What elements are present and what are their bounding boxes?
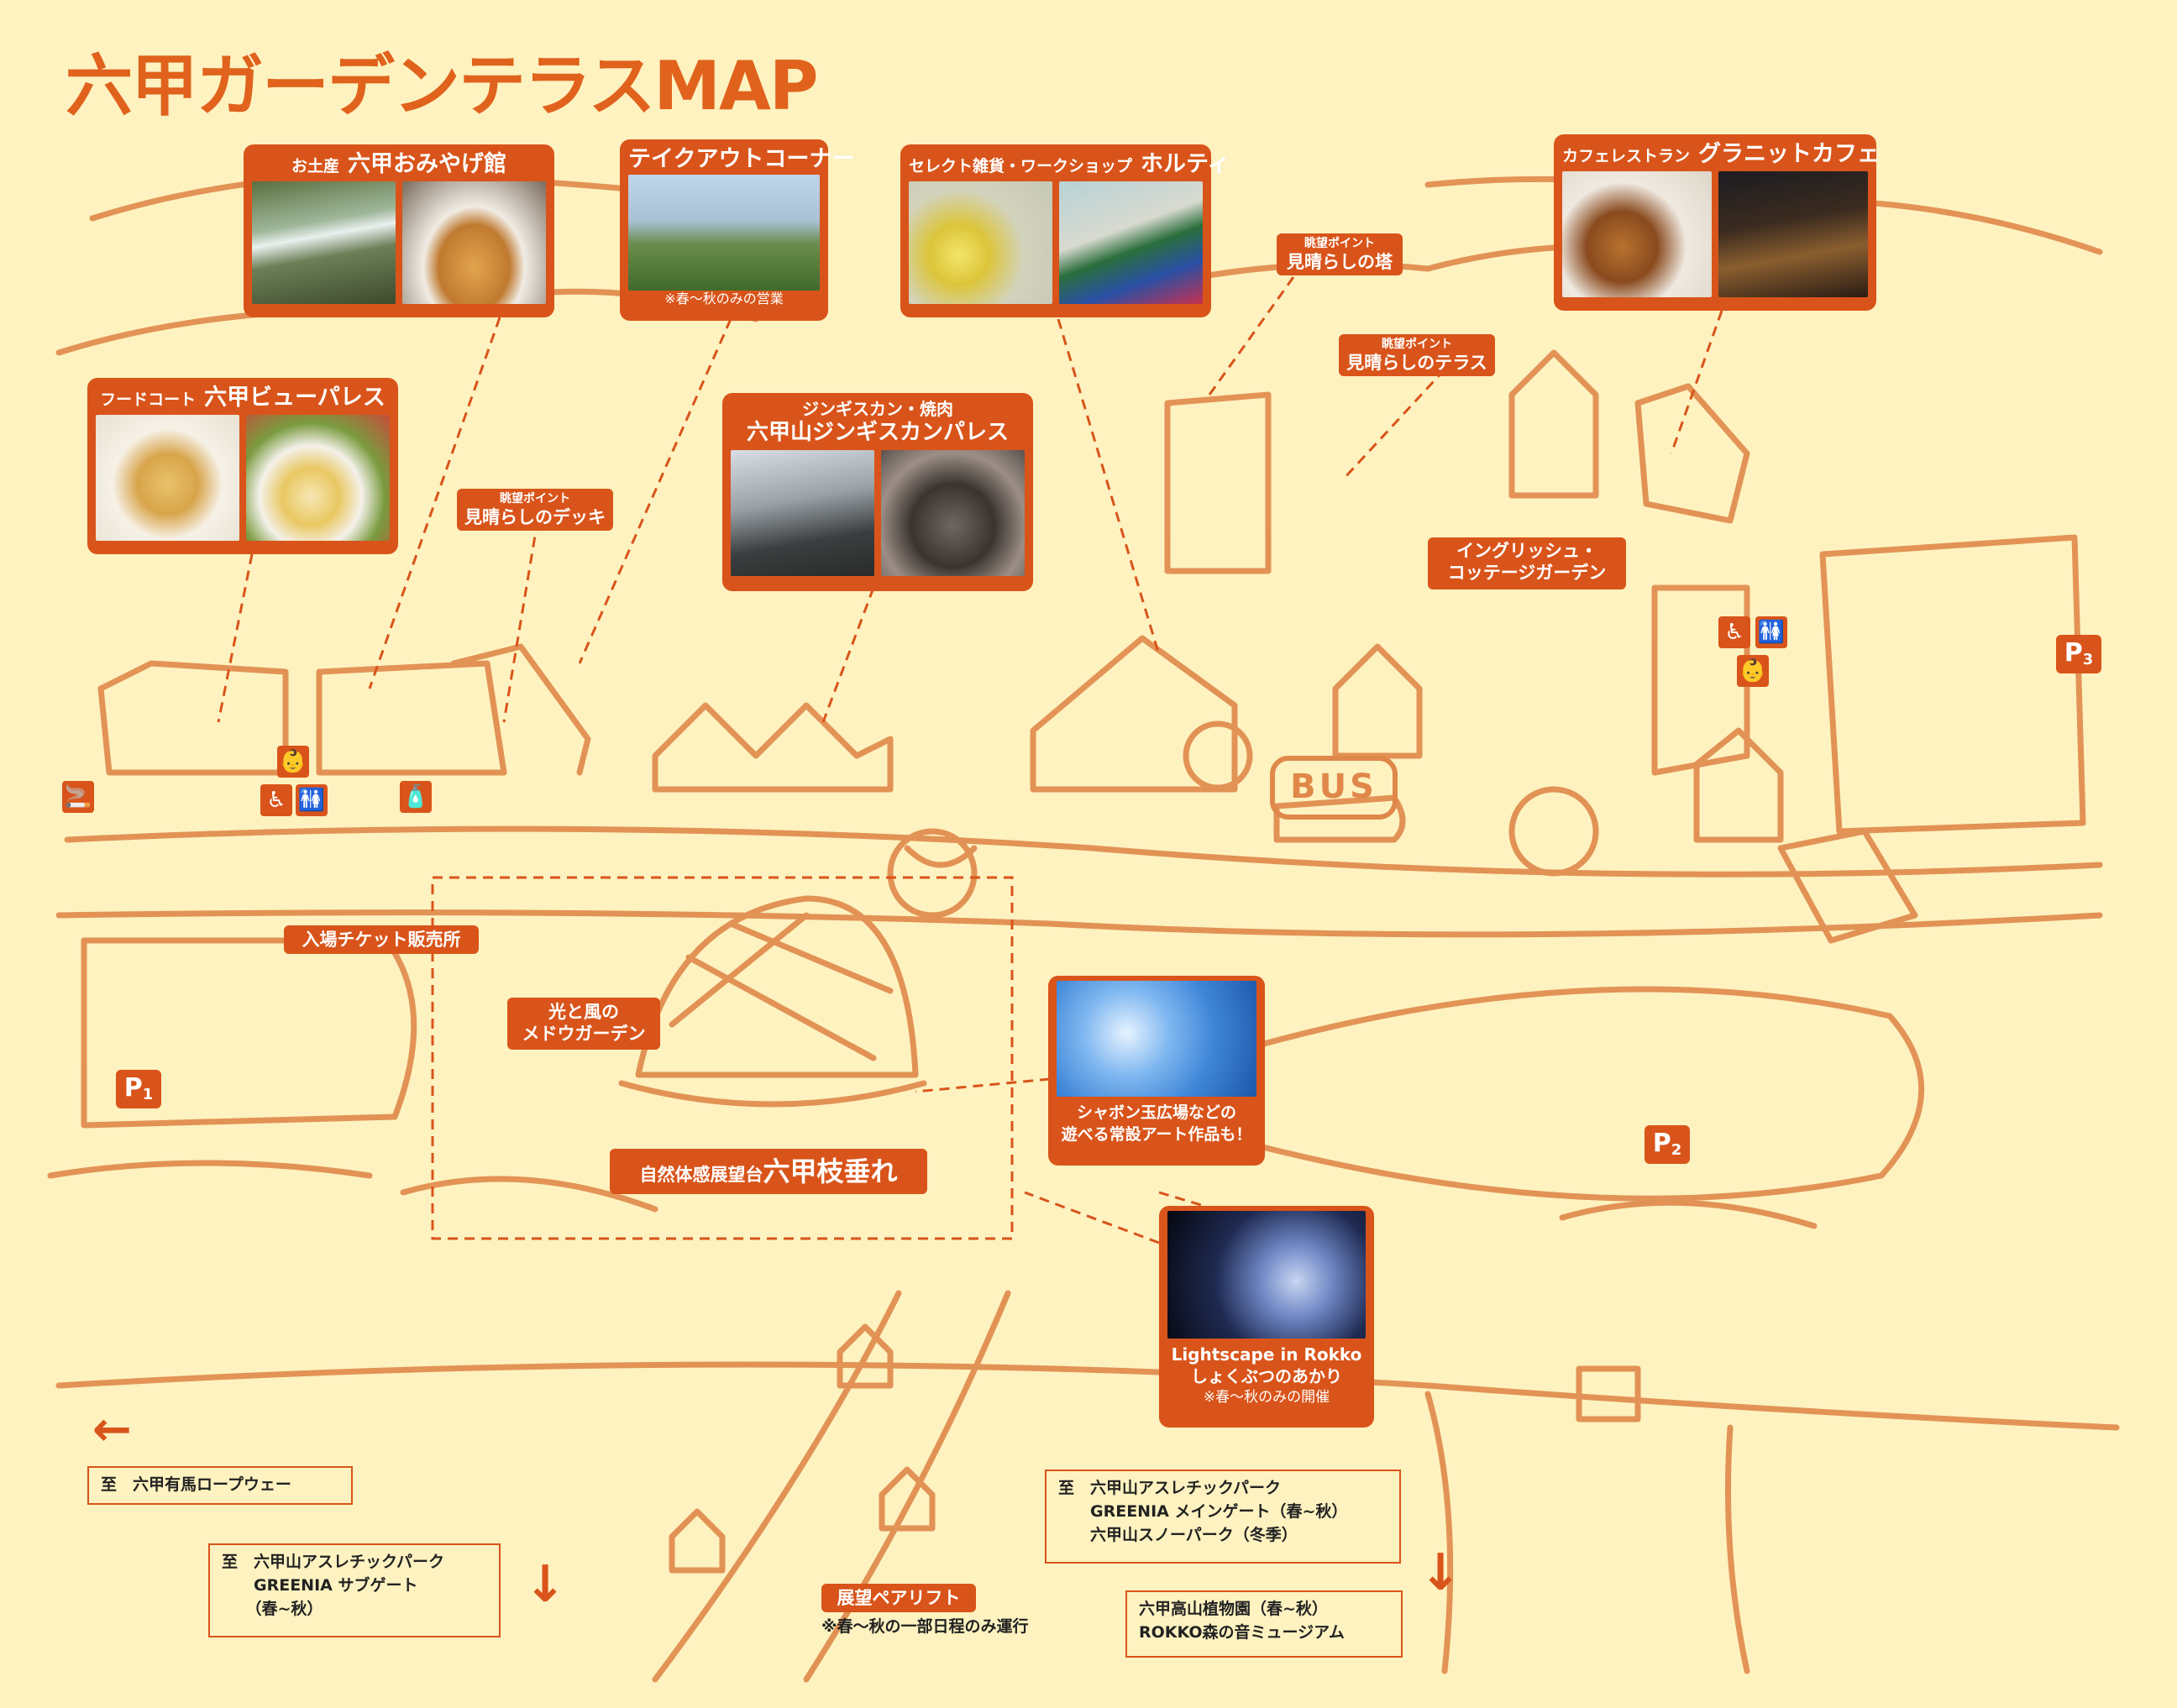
direction-greenia-sub[interactable]: 至 六甲山アスレチックパーク GREENIA サブゲート （春~秋） xyxy=(208,1543,501,1637)
card-jingisukan-line1: ジンギスカン・焼肉 xyxy=(802,399,953,419)
card-lightscape-note: ※春～秋のみの開催 xyxy=(1203,1389,1330,1406)
card-granite-cafe[interactable]: カフェレストラングラニットカフェ xyxy=(1554,134,1880,311)
card-horuti-name: ホルティ xyxy=(1141,151,1230,177)
card-viewpalace-name: 六甲ビューパレス xyxy=(204,385,386,411)
label-tower-sub: 眺望ポイント xyxy=(1304,237,1375,250)
direction-greenia-main[interactable]: 至 六甲山アスレチックパーク GREENIA メインゲート（春~秋） 六甲山スノ… xyxy=(1045,1470,1401,1564)
label-tower-main: 見晴らしの塔 xyxy=(1287,252,1393,272)
parking-p2-num: 2 xyxy=(1671,1141,1682,1159)
card-horuti-prefix: セレクト雑貨・ワークショップ xyxy=(909,157,1133,176)
card-granite-name: グラニットカフェ xyxy=(1698,141,1881,167)
arrow-left-icon: ← xyxy=(92,1402,132,1457)
card-omiyage[interactable]: お土産六甲おみやげ館 xyxy=(244,144,554,317)
card-lightscape-line1: Lightscape in Rokko xyxy=(1171,1344,1362,1365)
arrow-down-icon: ↓ xyxy=(1419,1543,1462,1602)
photo-cafe-interior xyxy=(1718,171,1868,297)
photo-woven-bags xyxy=(1059,181,1203,304)
card-lightscape[interactable]: Lightscape in Rokko しょくぶつのあかり ※春～秋のみの開催 xyxy=(1159,1206,1374,1428)
photo-soap-bubbles xyxy=(1057,981,1256,1097)
parking-p3[interactable]: P3 xyxy=(2056,635,2101,673)
card-view-palace[interactable]: フードコート六甲ビューパレス xyxy=(87,378,398,554)
card-bubble-plaza[interactable]: シャボン玉広場などの 遊べる常設アート作品も！ xyxy=(1048,976,1265,1166)
bus-label: BUS xyxy=(1290,768,1377,806)
parking-p2-letter: P xyxy=(1652,1129,1671,1158)
card-takeout[interactable]: テイクアウトコーナー ※春～秋のみの営業 xyxy=(620,139,855,321)
bottle-icon: 🧴 xyxy=(400,781,432,813)
card-granite-prefix: カフェレストラン xyxy=(1562,147,1691,165)
card-omiyage-prefix: お土産 xyxy=(291,157,339,176)
label-terrace-main: 見晴らしのテラス xyxy=(1346,353,1487,373)
label-pair-lift[interactable]: 展望ペアリフト xyxy=(821,1584,976,1612)
label-deck-main: 見晴らしのデッキ xyxy=(464,507,606,527)
photo-cheesecake xyxy=(402,181,546,304)
label-deck-sub: 眺望ポイント xyxy=(500,492,570,506)
label-shidare-prefix: 自然体感展望台 xyxy=(639,1165,763,1185)
label-english-line1: イングリッシュ・ xyxy=(1456,541,1597,561)
label-lift-text: 展望ペアリフト xyxy=(837,1588,961,1608)
label-shidare-name: 六甲枝垂れ xyxy=(763,1155,898,1187)
label-terrace-sub: 眺望ポイント xyxy=(1382,338,1452,351)
card-viewpalace-title: フードコート六甲ビューパレス xyxy=(96,383,390,415)
card-takeout-note: ※春～秋のみの営業 xyxy=(664,291,784,306)
wheelchair-icon: ♿ xyxy=(260,784,292,816)
label-meadow-garden[interactable]: 光と風の メドウガーデン xyxy=(507,998,660,1050)
baby-room-icon: 👶 xyxy=(277,746,309,778)
photo-soft-serve xyxy=(628,175,820,291)
photo-ramen xyxy=(96,415,239,541)
photo-lunch-plate xyxy=(246,415,390,541)
label-meadow-line1: 光と風の xyxy=(548,1002,619,1022)
card-shabon-line2: 遊べる常設アート作品も！ xyxy=(1061,1125,1252,1144)
label-english-cottage-garden[interactable]: イングリッシュ・ コッテージガーデン xyxy=(1428,537,1626,589)
photo-honey-jars xyxy=(909,181,1052,304)
photo-bbq-grill xyxy=(881,450,1025,576)
label-lookout-tower[interactable]: 眺望ポイント 見晴らしの塔 xyxy=(1277,233,1403,275)
smoking-icon: 🚬 xyxy=(62,781,94,813)
parking-p1-num: 1 xyxy=(142,1086,154,1103)
photo-night-lightscape xyxy=(1167,1211,1366,1339)
parking-p2[interactable]: P2 xyxy=(1645,1125,1690,1164)
parking-p1[interactable]: P1 xyxy=(116,1070,161,1108)
card-lightscape-line2: しょくぶつのあかり xyxy=(1191,1366,1342,1386)
wheelchair-icon: ♿ xyxy=(1718,616,1750,648)
photo-cafe-dish xyxy=(1562,171,1712,297)
toilet-icon: 🚻 xyxy=(296,784,328,816)
label-ticket-text: 入場チケット販売所 xyxy=(302,930,461,950)
card-horuti[interactable]: セレクト雑貨・ワークショップホルティ xyxy=(900,144,1230,317)
parking-p1-letter: P xyxy=(123,1073,143,1103)
parking-p3-letter: P xyxy=(2064,638,2083,668)
map-title: 六甲ガーデンテラスMAP xyxy=(66,47,819,125)
toilet-icon: 🚻 xyxy=(1755,616,1787,648)
photo-waterfall-bottles xyxy=(252,181,396,304)
photo-restaurant-view xyxy=(731,450,874,576)
card-jingisukan-line2: 六甲山ジンギスカンパレス xyxy=(746,420,1009,445)
bus-stop: BUS xyxy=(1270,756,1398,820)
direction-ropeway[interactable]: 至 六甲有馬ロープウェー xyxy=(87,1466,353,1505)
card-granite-title: カフェレストラングラニットカフェ xyxy=(1562,139,1880,171)
card-jingisukan-palace[interactable]: ジンギスカン・焼肉 六甲山ジンギスカンパレス xyxy=(722,393,1033,591)
card-horuti-title: セレクト雑貨・ワークショップホルティ xyxy=(909,149,1230,181)
card-shabon-line1: シャボン玉広場などの xyxy=(1076,1103,1236,1122)
label-lookout-terrace[interactable]: 眺望ポイント 見晴らしのテラス xyxy=(1339,334,1495,376)
label-ticket-booth[interactable]: 入場チケット販売所 xyxy=(284,925,479,954)
card-omiyage-name: 六甲おみやげ館 xyxy=(348,151,506,177)
card-takeout-title: テイクアウトコーナー xyxy=(628,146,855,172)
card-omiyage-title: お土産六甲おみやげ館 xyxy=(252,149,546,181)
direction-alpine-garden[interactable]: 六甲高山植物園（春~秋） ROKKO森の音ミュージアム xyxy=(1125,1590,1403,1658)
parking-p3-num: 3 xyxy=(2082,651,2094,668)
card-viewpalace-prefix: フードコート xyxy=(100,390,197,409)
label-rokko-shidare[interactable]: 自然体感展望台六甲枝垂れ xyxy=(610,1149,927,1194)
label-english-line2: コッテージガーデン xyxy=(1447,563,1607,583)
label-meadow-line2: メドウガーデン xyxy=(522,1024,646,1044)
label-lookout-deck[interactable]: 眺望ポイント 見晴らしのデッキ xyxy=(457,489,613,531)
baby-room-icon: 👶 xyxy=(1737,655,1769,687)
arrow-down-icon: ↓ xyxy=(524,1555,567,1614)
lift-note: ※春～秋の一部日程のみ運行 xyxy=(821,1617,1029,1636)
